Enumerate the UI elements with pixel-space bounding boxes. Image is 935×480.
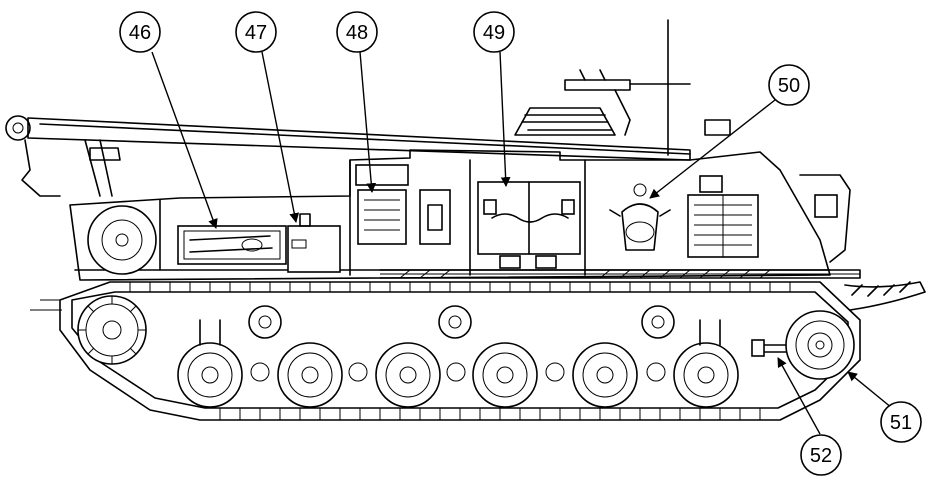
- upper-hull: [69, 149, 861, 281]
- callout-label-47: 47: [245, 22, 267, 44]
- callout-50: 50: [768, 64, 810, 106]
- panel-48: [355, 164, 451, 245]
- stowage-box-47: [287, 213, 341, 273]
- callout-label-46: 46: [129, 22, 151, 44]
- rear-spade: [799, 174, 926, 311]
- callout-label-52: 52: [810, 445, 832, 467]
- callout-label-49: 49: [483, 22, 505, 44]
- idler-wheel: [751, 310, 855, 380]
- callout-51: 51: [880, 401, 922, 443]
- callout-46: 46: [119, 11, 161, 53]
- callout-49: 49: [473, 11, 515, 53]
- cupola-machine-gun: [514, 19, 731, 156]
- return-rollers: [248, 305, 675, 339]
- boom-arm: [5, 115, 691, 197]
- tool-stowage-box: [177, 225, 287, 265]
- compartment-49: [477, 181, 581, 269]
- callout-48: 48: [336, 11, 378, 53]
- leader-lines: [151, 51, 893, 435]
- callout-label-51: 51: [890, 412, 912, 434]
- engine-grille: [687, 175, 759, 258]
- front-support-wheel: [87, 199, 161, 275]
- callout-52: 52: [800, 434, 842, 476]
- fixture-50: [609, 183, 671, 251]
- callout-label-50: 50: [778, 75, 800, 97]
- drive-sprocket: [77, 295, 147, 365]
- track-assembly: [30, 281, 861, 421]
- callout-47: 47: [235, 11, 277, 53]
- road-wheels: [177, 319, 739, 408]
- callout-label-48: 48: [346, 22, 368, 44]
